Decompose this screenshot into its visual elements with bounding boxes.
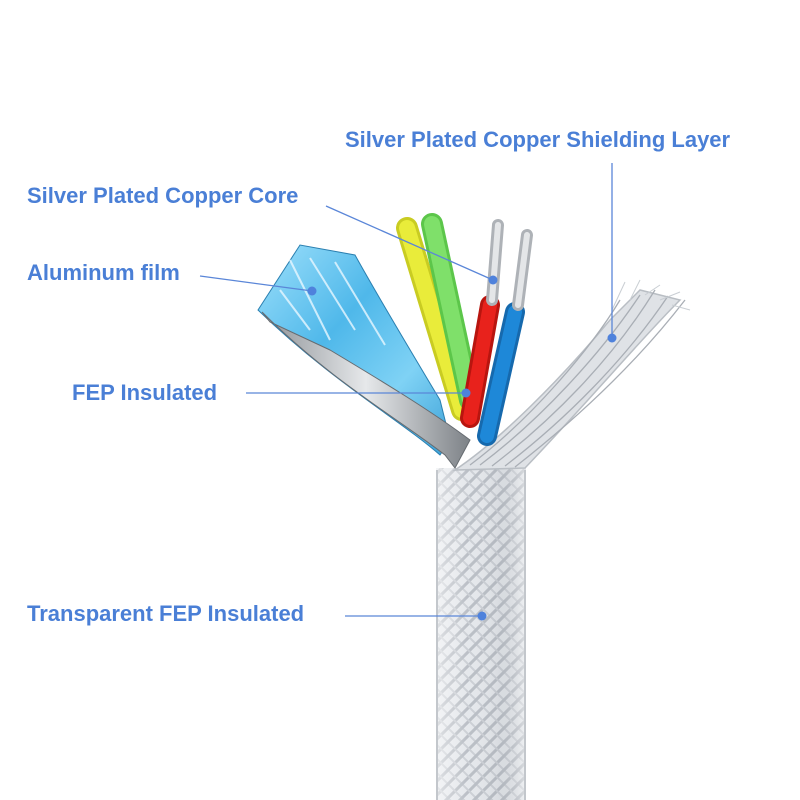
marker-core xyxy=(488,275,498,285)
label-core: Silver Plated Copper Core xyxy=(27,183,299,208)
leader-core xyxy=(325,205,494,281)
aluminum-foil xyxy=(257,244,471,469)
label-shielding-layer: Silver Plated Copper Shielding Layer xyxy=(345,127,731,152)
label-fep-insulated: FEP Insulated xyxy=(72,380,218,405)
outer-jacket xyxy=(436,468,526,800)
label-aluminum-film: Aluminum film xyxy=(27,260,180,285)
leader-aluminum xyxy=(199,275,313,292)
marker-shielding xyxy=(607,333,617,343)
silver-cores xyxy=(486,219,533,311)
marker-fep xyxy=(461,388,471,398)
marker-aluminum xyxy=(307,286,317,296)
label-transparent-fep: Transparent FEP Insulated xyxy=(27,601,305,626)
marker-jacket xyxy=(477,611,487,621)
shield-braid-fan xyxy=(452,279,691,471)
fep-wires xyxy=(396,213,525,446)
marker-dots xyxy=(307,275,617,621)
leader-lines xyxy=(199,163,613,617)
